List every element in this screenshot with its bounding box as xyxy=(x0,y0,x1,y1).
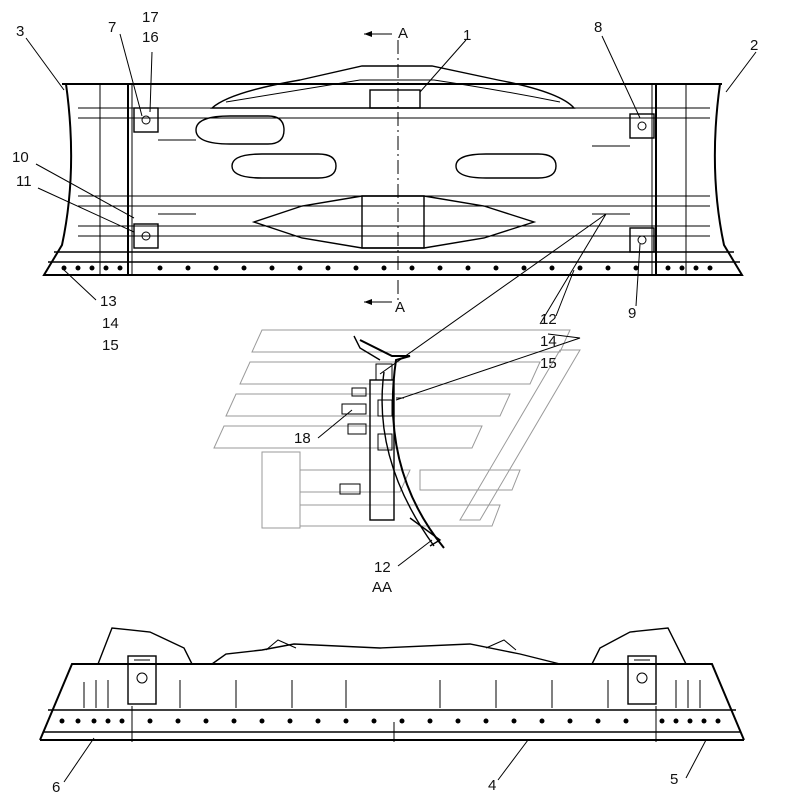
callout-14: 14 xyxy=(102,315,119,332)
blade-ribs xyxy=(83,680,701,742)
callout-15-upper: 15 xyxy=(540,355,557,372)
callout-8: 8 xyxy=(594,19,602,36)
callout-9: 9 xyxy=(628,305,636,322)
cutting-edge-bolt-row xyxy=(61,265,713,271)
watermark-logo xyxy=(213,329,581,529)
section-marker-top: A xyxy=(398,25,408,42)
callout-11: 11 xyxy=(16,173,32,190)
callout-5: 5 xyxy=(670,771,678,788)
callout-12-upper: 12 xyxy=(540,311,557,328)
callout-2: 2 xyxy=(750,37,758,54)
callout-13: 13 xyxy=(100,293,117,310)
callout-18: 18 xyxy=(294,430,311,447)
callout-15: 15 xyxy=(102,337,119,354)
callout-4: 4 xyxy=(488,777,496,794)
callout-leaders xyxy=(25,33,757,783)
section-aa-view xyxy=(339,335,445,549)
callout-17: 17 xyxy=(142,9,159,26)
front-bolt-row xyxy=(59,718,721,724)
callout-14-upper: 14 xyxy=(540,333,557,350)
callout-12-lower: 12 xyxy=(374,559,391,576)
callout-16: 16 xyxy=(142,29,159,46)
callout-6: 6 xyxy=(52,779,60,796)
blade-rear-view xyxy=(42,31,744,305)
callout-1: 1 xyxy=(463,27,471,44)
callout-3: 3 xyxy=(16,23,24,40)
callout-10: 10 xyxy=(12,149,29,166)
section-view-title: AA xyxy=(372,579,392,596)
blade-front-view xyxy=(39,627,745,742)
section-marker-bottom: A xyxy=(395,299,405,316)
callout-7: 7 xyxy=(108,19,116,36)
callout-labels: A A AA 1 2 3 7 17 16 8 10 11 13 14 15 9 … xyxy=(12,9,758,796)
